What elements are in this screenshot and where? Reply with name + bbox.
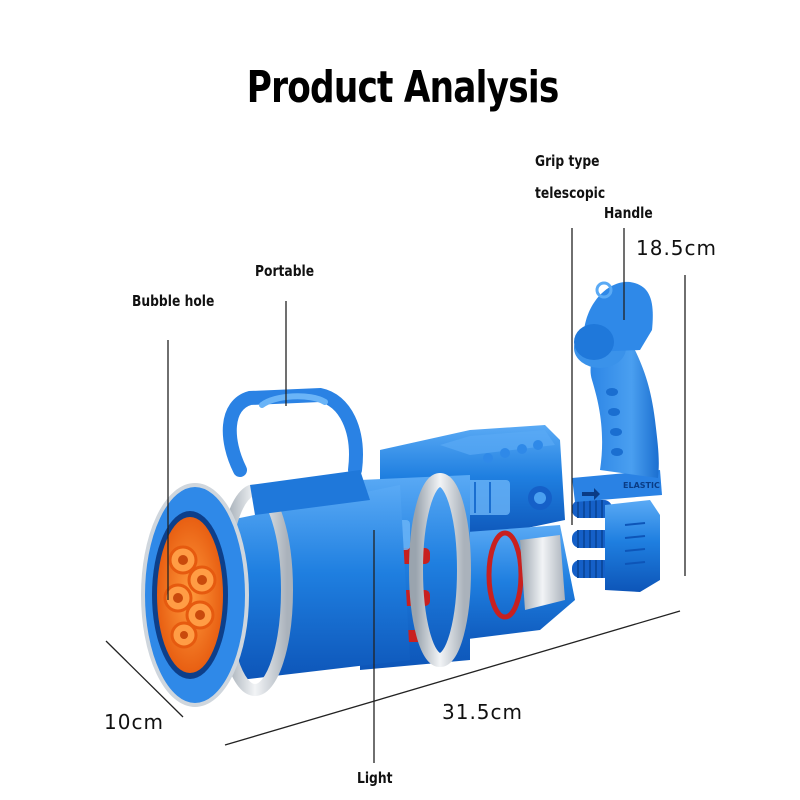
callout-grip-type: Grip type — [535, 152, 600, 170]
callout-light: Light — [357, 769, 393, 787]
callout-lines — [167, 228, 625, 763]
callout-handle: Handle — [604, 204, 653, 222]
dimension-width: 10cm — [104, 710, 164, 734]
dimension-height: 18.5cm — [636, 236, 718, 260]
grip-handle: ELASTIC — [572, 281, 662, 502]
callout-bubble-hole: Bubble hole — [132, 292, 215, 310]
callout-portable: Portable — [255, 262, 315, 280]
spring-mechanism — [572, 500, 660, 592]
elastic-marking: ELASTIC — [623, 481, 660, 490]
page-title: Product Analysis — [246, 62, 560, 113]
dimension-lines — [105, 275, 686, 746]
callout-grip-telescopic: telescopic — [535, 184, 606, 202]
gun-body — [141, 387, 575, 707]
dimension-length: 31.5cm — [442, 700, 524, 724]
